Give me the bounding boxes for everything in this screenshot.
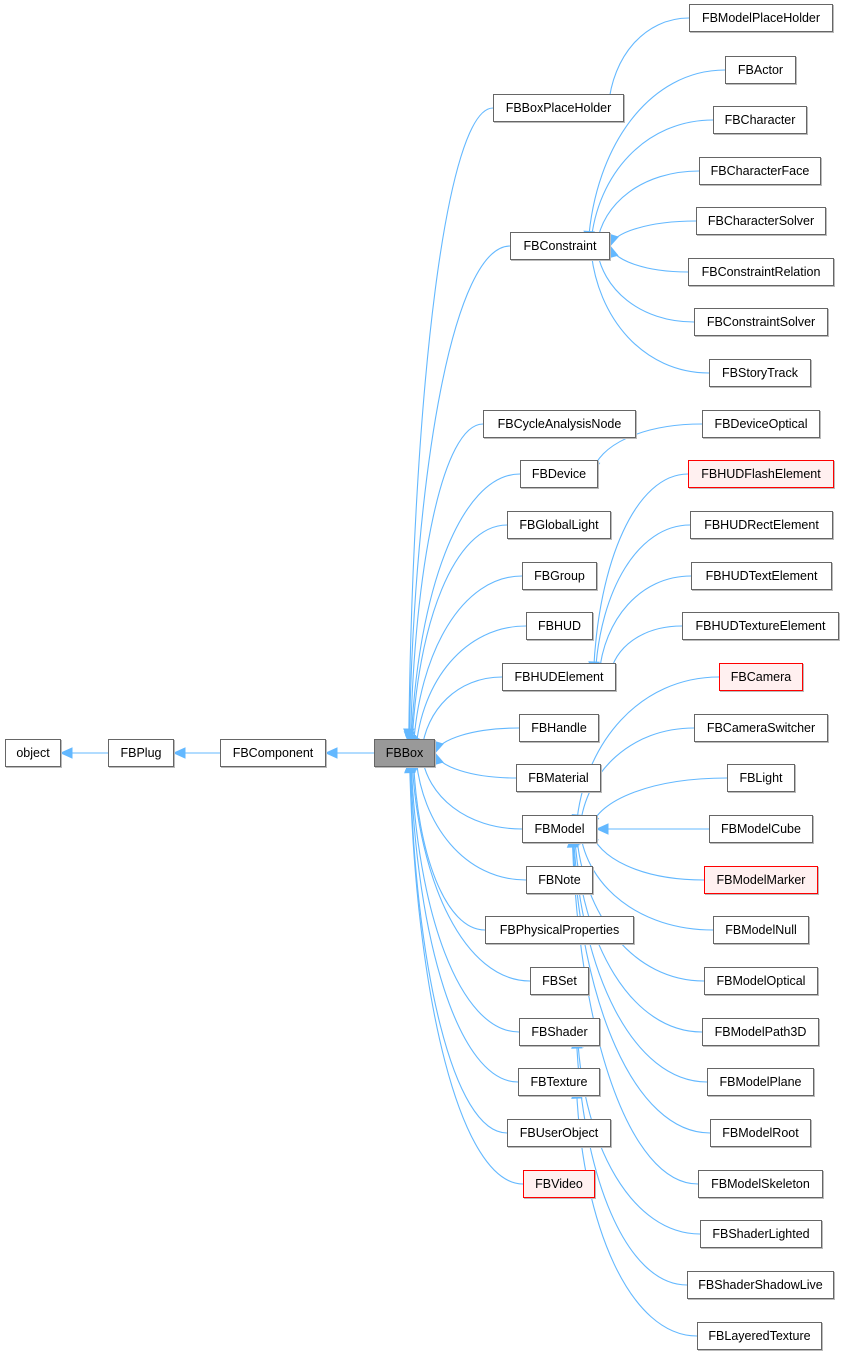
class-node-fb-box-place-holder[interactable]: FBBoxPlaceHolder xyxy=(493,94,624,122)
class-node-fb-story-track[interactable]: FBStoryTrack xyxy=(709,359,811,387)
edge-fb-light-to-fb-model xyxy=(590,777,728,829)
class-node-fb-device[interactable]: FBDevice xyxy=(520,460,598,488)
class-node-fbhud-rect-element[interactable]: FBHUDRectElement xyxy=(690,511,833,539)
class-node-fb-constraint-relation[interactable]: FBConstraintRelation xyxy=(688,258,834,286)
class-node-fb-box: FBBox xyxy=(374,739,435,767)
inheritance-arrow-icon xyxy=(595,823,609,835)
edge-fb-model-null-to-fb-model xyxy=(579,830,714,931)
edge-fb-user-object-to-fb-box xyxy=(409,760,508,1134)
edge-fb-model-marker-to-fb-model xyxy=(590,829,705,881)
class-node-fb-model[interactable]: FBModel xyxy=(522,815,597,843)
edge-fb-camera-to-fb-model xyxy=(575,676,720,827)
class-node-fb-set[interactable]: FBSet xyxy=(530,967,589,995)
class-node-fb-character[interactable]: FBCharacter xyxy=(713,106,807,134)
class-node-fb-texture[interactable]: FBTexture xyxy=(518,1068,600,1096)
class-node-fb-user-object[interactable]: FBUserObject xyxy=(507,1119,611,1147)
class-node-fb-handle[interactable]: FBHandle xyxy=(519,714,599,742)
class-node-fb-shader-shadow-live[interactable]: FBShaderShadowLive xyxy=(687,1271,834,1299)
class-node-fb-global-light[interactable]: FBGlobalLight xyxy=(507,511,611,539)
class-node-fb-note[interactable]: FBNote xyxy=(526,866,593,894)
inheritance-arrow-icon xyxy=(59,747,73,759)
inheritance-arrow-icon xyxy=(404,760,416,774)
class-node-fb-model-place-holder[interactable]: FBModelPlaceHolder xyxy=(689,4,833,32)
class-node-fb-model-cube[interactable]: FBModelCube xyxy=(709,815,813,843)
edge-fb-story-track-to-fb-constraint xyxy=(590,248,710,374)
class-node-fb-constraint[interactable]: FBConstraint xyxy=(510,232,610,260)
edge-fb-group-to-fb-box xyxy=(412,575,523,750)
class-node-fb-model-path3-d[interactable]: FBModelPath3D xyxy=(702,1018,819,1046)
edge-fb-physical-properties-to-fb-box xyxy=(412,756,486,931)
edge-fb-character-solver-to-fb-constraint xyxy=(609,220,697,247)
edge-fb-video-to-fb-box xyxy=(409,761,524,1185)
edge-fb-constraint-to-fb-box xyxy=(408,245,511,743)
edge-fb-character-face-to-fb-constraint xyxy=(596,170,700,245)
edge-fb-shader-to-fb-box xyxy=(410,758,520,1033)
edge-fb-box-place-holder-to-fb-box xyxy=(408,107,494,741)
edge-fb-model-optical-to-fb-model xyxy=(575,831,705,982)
edge-fb-material-to-fb-box xyxy=(434,752,517,779)
edge-fb-global-light-to-fb-box xyxy=(411,524,508,749)
edge-fb-model-root-to-fb-model xyxy=(572,835,711,1134)
edge-fb-actor-to-fb-constraint xyxy=(587,69,726,243)
class-node-fb-light[interactable]: FBLight xyxy=(727,764,795,792)
class-node-fb-component[interactable]: FBComponent xyxy=(220,739,326,767)
edge-fb-camera-switcher-to-fb-model xyxy=(579,727,695,828)
edge-fb-set-to-fb-box xyxy=(411,757,531,982)
class-node-fb-material[interactable]: FBMaterial xyxy=(516,764,601,792)
class-node-fb-group[interactable]: FBGroup xyxy=(522,562,597,590)
edge-fb-handle-to-fb-box xyxy=(434,727,520,754)
class-node-fb-video[interactable]: FBVideo xyxy=(523,1170,595,1198)
edge-fbhud-text-element-to-fbhud-element xyxy=(598,575,692,676)
class-node-fb-character-face[interactable]: FBCharacterFace xyxy=(699,157,821,185)
class-node-fb-cycle-analysis-node[interactable]: FBCycleAnalysisNode xyxy=(483,410,636,438)
edge-fbhud-flash-element-to-fbhud-element xyxy=(592,473,689,673)
class-node-fbhud[interactable]: FBHUD xyxy=(526,612,593,640)
edge-fb-texture-to-fb-box xyxy=(409,759,519,1083)
class-node-fb-model-marker[interactable]: FBModelMarker xyxy=(704,866,818,894)
inheritance-arrow-icon xyxy=(172,747,186,759)
edge-fbhud-rect-element-to-fbhud-element xyxy=(594,524,691,674)
class-node-fbhud-element[interactable]: FBHUDElement xyxy=(502,663,616,691)
class-node-fb-model-root[interactable]: FBModelRoot xyxy=(710,1119,811,1147)
class-node-fb-model-optical[interactable]: FBModelOptical xyxy=(704,967,818,995)
class-node-fb-plug[interactable]: FBPlug xyxy=(108,739,174,767)
class-node-fbhud-texture-element[interactable]: FBHUDTextureElement xyxy=(682,612,839,640)
edge-fb-constraint-solver-to-fb-constraint xyxy=(596,247,695,323)
class-node-fbhud-flash-element[interactable]: FBHUDFlashElement xyxy=(688,460,834,488)
class-node-fb-constraint-solver[interactable]: FBConstraintSolver xyxy=(694,308,828,336)
class-node-fb-camera[interactable]: FBCamera xyxy=(719,663,803,691)
edge-fbhud-texture-element-to-fbhud-element xyxy=(609,625,683,677)
edge-fb-note-to-fb-box xyxy=(415,755,527,881)
class-node-fb-character-solver[interactable]: FBCharacterSolver xyxy=(696,207,826,235)
class-node-object[interactable]: object xyxy=(5,739,61,767)
edge-fb-device-to-fb-box xyxy=(410,473,521,748)
edge-fb-constraint-relation-to-fb-constraint xyxy=(609,245,689,273)
class-node-fb-model-null[interactable]: FBModelNull xyxy=(713,916,809,944)
class-node-fb-model-plane[interactable]: FBModelPlane xyxy=(707,1068,814,1096)
edge-fb-model-skeleton-to-fb-model xyxy=(571,836,699,1185)
class-node-fb-shader[interactable]: FBShader xyxy=(519,1018,600,1046)
class-node-fbhud-text-element[interactable]: FBHUDTextElement xyxy=(691,562,832,590)
class-node-fb-layered-texture[interactable]: FBLayeredTexture xyxy=(697,1322,822,1350)
edge-fb-model-to-fb-box xyxy=(421,754,523,830)
edge-fb-character-to-fb-constraint xyxy=(590,119,714,244)
class-node-fb-camera-switcher[interactable]: FBCameraSwitcher xyxy=(694,714,828,742)
edge-fb-cycle-analysis-node-to-fb-box xyxy=(409,423,484,747)
class-node-fb-device-optical[interactable]: FBDeviceOptical xyxy=(702,410,820,438)
edge-fbhud-to-fb-box xyxy=(415,625,527,751)
inheritance-arrow-icon xyxy=(324,747,338,759)
class-node-fb-actor[interactable]: FBActor xyxy=(725,56,796,84)
edge-fb-model-place-holder-to-fb-box-place-holder xyxy=(607,17,690,107)
class-node-fb-physical-properties[interactable]: FBPhysicalProperties xyxy=(485,916,634,944)
class-node-fb-shader-lighted[interactable]: FBShaderLighted xyxy=(700,1220,822,1248)
edge-fbhud-element-to-fb-box xyxy=(421,676,503,752)
class-node-fb-model-skeleton[interactable]: FBModelSkeleton xyxy=(698,1170,823,1198)
